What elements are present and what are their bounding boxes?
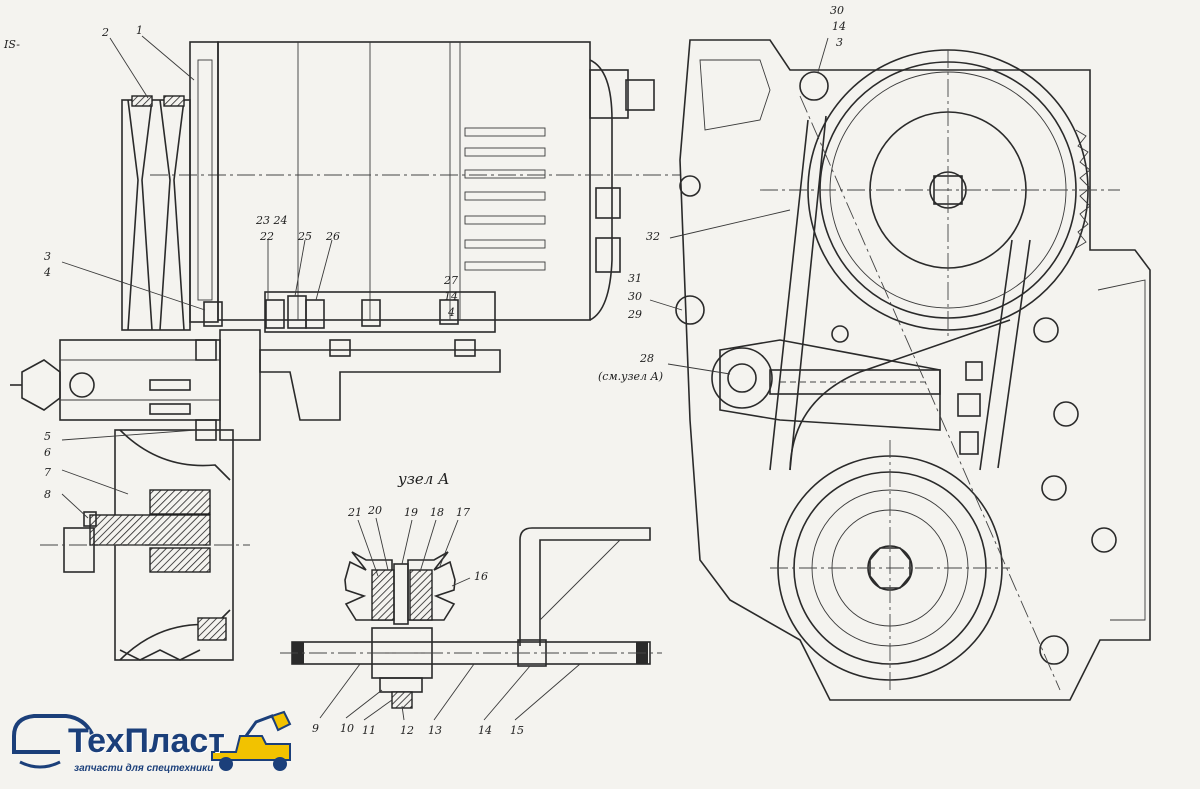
callout-31: 31 [628, 272, 642, 285]
lower-pulley [40, 429, 250, 661]
callout-20: 20 [367, 504, 382, 517]
left-callouts: 2 1 3 4 5 6 7 8 22 23 24 25 26 27 14 4 I… [3, 24, 458, 501]
callout-25: 25 [297, 230, 312, 243]
left-callout-leaders [61, 35, 455, 519]
lower-drive-pulley [770, 440, 1010, 690]
callout-18: 18 [430, 506, 444, 519]
callout-1: 1 [136, 24, 143, 37]
callout-22: 22 [259, 230, 274, 243]
logo-excavator-icon [12, 714, 94, 769]
callout-30: 30 [628, 290, 642, 303]
callout-28: 28 [639, 352, 654, 365]
mounting-bracket [10, 291, 501, 441]
callout-4: 4 [43, 266, 51, 279]
callout-10: 10 [340, 722, 354, 735]
cooling-slots [464, 127, 546, 271]
callout-21: 21 [347, 506, 362, 519]
right-leaders [649, 37, 829, 375]
right-callouts: 30 14 3 32 31 30 29 28 (см.узел А) [598, 4, 846, 383]
detail-leaders [319, 517, 621, 721]
belt-drive-front-view [675, 39, 1151, 701]
callout-15: 15 [510, 724, 524, 737]
logo-loader-icon [211, 710, 292, 771]
detail-a: узел А [280, 470, 662, 709]
callout-9: 9 [312, 722, 319, 735]
callout-8: 8 [44, 488, 51, 501]
generator-body [150, 41, 680, 321]
callout-3-top: 3 [836, 36, 843, 49]
callout-23-24: 23 24 [255, 214, 288, 227]
detail-title: узел А [397, 470, 449, 488]
callout-see-detail-a: (см.узел А) [598, 370, 663, 383]
callout-14-top: 14 [832, 20, 846, 33]
generator-side-view [10, 41, 680, 661]
callout-13: 13 [428, 724, 442, 737]
detail-callouts: 21 20 19 18 17 16 9 10 11 12 13 14 15 [312, 504, 524, 737]
callout-7: 7 [44, 466, 51, 479]
callout-27: 27 [443, 274, 458, 287]
callout-11: 11 [362, 724, 376, 737]
callout-14: 14 [444, 290, 458, 303]
callout-12: 12 [400, 724, 414, 737]
callout-5: 5 [44, 430, 51, 443]
callout-17: 17 [456, 506, 470, 519]
brand-tagline: запчасти для спецтехники [74, 763, 214, 774]
pulley [121, 95, 191, 331]
housing-bolts [675, 71, 1117, 665]
brand-name: ТехПласт [68, 722, 225, 760]
callout-16: 16 [474, 570, 488, 583]
callout-19: 19 [404, 506, 418, 519]
callout-29: 29 [627, 308, 642, 321]
callout-32: 32 [646, 230, 660, 243]
callout-30-top: 30 [830, 4, 844, 17]
callout-26: 26 [325, 230, 340, 243]
callout-2: 2 [101, 26, 109, 39]
callout-3: 3 [44, 250, 51, 263]
callout-4b: 4 [447, 306, 455, 319]
page-mark: IS- [3, 38, 20, 51]
callout-6: 6 [44, 446, 51, 459]
callout-14-detail: 14 [478, 724, 492, 737]
tensioner [711, 339, 983, 455]
upper-pulley [760, 49, 1120, 340]
